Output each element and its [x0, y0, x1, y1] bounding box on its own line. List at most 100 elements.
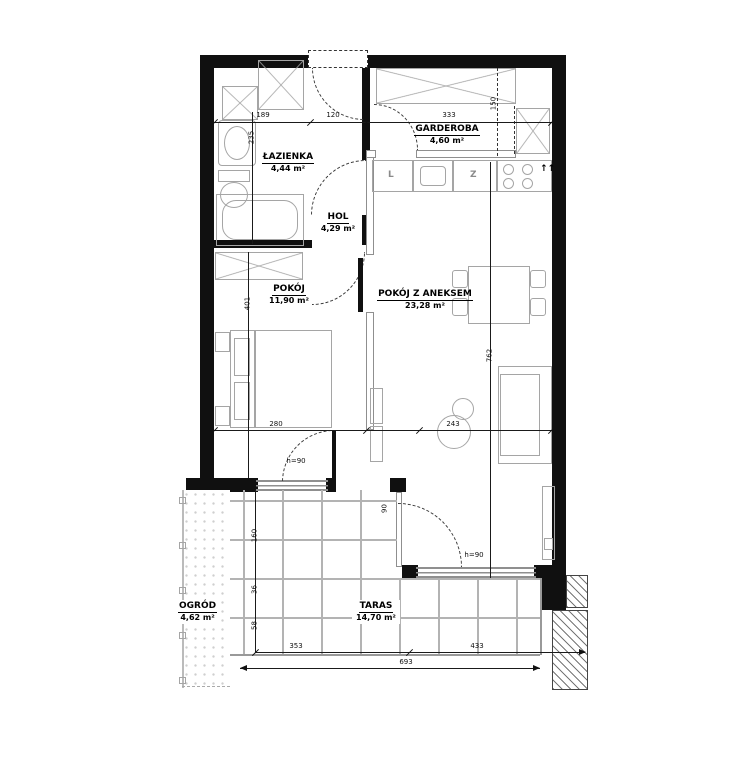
washbasin-bowl	[224, 126, 250, 160]
nightstand-bottom	[215, 406, 230, 426]
terrace-door-arc-aneks	[398, 503, 462, 567]
dim-line-garderoba-depth	[497, 68, 498, 156]
room-label-ogrod: OGRÓD 4,62 m²	[174, 600, 222, 625]
dim-terrace-total: 693	[391, 659, 421, 666]
kitchen-sink-symbol	[420, 166, 446, 186]
terrace-edge-bottom	[230, 654, 540, 656]
garden-area	[182, 490, 230, 688]
stove-burner-1	[503, 164, 514, 175]
toilet-cistern	[218, 170, 250, 182]
dim-terrace-left2: 36	[250, 585, 259, 594]
dim-line-terrace-1	[255, 652, 585, 653]
dim-aneks-height: 762	[485, 348, 494, 363]
sill-height-pokoj: h=90	[286, 457, 306, 465]
dim-pokoj-width: 280	[269, 420, 283, 428]
wall-left	[200, 55, 214, 492]
dim-line-top	[214, 122, 552, 123]
terrace-tiles-right	[397, 578, 540, 655]
terrace-tiles-left	[230, 490, 397, 655]
fence-post-2	[179, 542, 186, 549]
wall-bottom-segment	[214, 478, 258, 492]
shaft-crossed-box	[516, 108, 550, 154]
dim-line-terrace-2	[240, 668, 540, 669]
aneks-door-leaf	[358, 258, 363, 312]
dim-bathroom-height: 235	[247, 130, 256, 145]
room-name-aneks: POKÓJ Z ANEKSEM	[377, 289, 473, 302]
room-label-garderoba: GARDEROBA 4,60 m²	[397, 124, 497, 146]
dim-line-bathroom	[252, 112, 253, 244]
sill-height-aneks: h=90	[464, 551, 484, 559]
chair-2	[452, 298, 468, 316]
dim-garderoba-depth: 150	[489, 96, 498, 111]
room-name-garderoba: GARDEROBA	[414, 124, 480, 137]
dim-terrace-left1: 160	[250, 528, 259, 543]
dim-terrace-left3: 58	[250, 621, 259, 630]
wall-garderoba	[416, 150, 516, 158]
room-area-aneks: 23,28 m²	[405, 301, 445, 311]
entrance-opening-dashed	[308, 50, 368, 68]
terrace-door-arc-pokoj	[282, 430, 334, 482]
wall-garderoba-stub	[366, 150, 376, 158]
room-name-lazienka: ŁAZIENKA	[261, 152, 315, 165]
dim-aneks-width: 243	[446, 420, 460, 428]
room-area-hol: 4,29 m²	[320, 224, 356, 234]
kitchen-letter-z: Z	[470, 170, 477, 180]
bathtub-symbol	[216, 194, 304, 246]
fence-post-4	[179, 632, 186, 639]
dim-line-bottom	[214, 430, 552, 431]
room-label-hol: HOL 4,29 m²	[308, 212, 368, 234]
room-area-lazienka: 4,44 m²	[270, 164, 306, 174]
terrace-edge-right	[540, 578, 542, 655]
room-area-ogrod: 4,62 m²	[180, 613, 215, 623]
wall-bathroom-pokoj	[214, 240, 312, 248]
tv-bench-detail	[544, 538, 553, 550]
dim-top-mid: 120	[326, 111, 340, 119]
wall-right	[552, 55, 566, 600]
radiator-lower	[370, 426, 383, 462]
nightstand-top	[215, 332, 230, 352]
room-label-aneks: POKÓJ Z ANEKSEM 23,28 m²	[365, 289, 485, 311]
garderoba-wardrobe-symbol	[376, 68, 516, 104]
bed-pillow-2	[234, 382, 250, 420]
bed-symbol	[230, 330, 332, 428]
wall-corner-block	[540, 565, 566, 610]
garden-edge-bottom	[182, 686, 230, 687]
counter-divider-2	[452, 160, 454, 192]
room-area-taras: 14,70 m²	[356, 613, 396, 623]
room-name-taras: TARAS	[358, 601, 394, 614]
wall-bottom-left-notch	[186, 478, 214, 492]
dim-arrow-right-1	[579, 649, 586, 655]
wall-extension-corner	[390, 478, 406, 492]
room-name-ogrod: OGRÓD	[178, 601, 218, 614]
terrace-door-leaf-pokoj	[332, 430, 336, 480]
dim-arrow-left-2	[240, 665, 247, 671]
sofa-seat	[500, 374, 540, 456]
kitchen-counter	[372, 160, 552, 192]
bathroom-cabinet-symbol	[258, 60, 304, 110]
room-label-pokoj: POKÓJ 11,90 m²	[249, 284, 329, 306]
room-name-hol: HOL	[326, 212, 350, 225]
bed-pillow-1	[234, 338, 250, 376]
floor-lamp-symbol	[452, 398, 474, 420]
washbasin-symbol	[218, 120, 256, 166]
wall-top	[200, 55, 565, 68]
wall-lower-stub-left	[402, 565, 418, 579]
room-area-garderoba: 4,60 m²	[429, 136, 465, 146]
dim-top-right: 333	[442, 111, 456, 119]
sofa-symbol	[498, 366, 552, 464]
stove-burner-3	[503, 178, 514, 189]
window-aneks	[416, 567, 536, 578]
fence-post-1	[179, 497, 186, 504]
stove-burner-2	[522, 164, 533, 175]
dim-terrace-seg1: 353	[289, 642, 303, 650]
dining-table	[468, 266, 530, 324]
room-label-lazienka: ŁAZIENKA 4,44 m²	[248, 152, 328, 174]
dim-line-pokoj-height	[248, 252, 249, 478]
counter-divider-1	[412, 160, 414, 192]
hatched-pier-right	[566, 575, 588, 608]
wardrobe-symbol	[215, 252, 303, 280]
dim-line-terrace-left	[255, 490, 256, 652]
wall-window-stub	[326, 478, 336, 492]
dim-pokoj-height: 401	[243, 296, 252, 311]
